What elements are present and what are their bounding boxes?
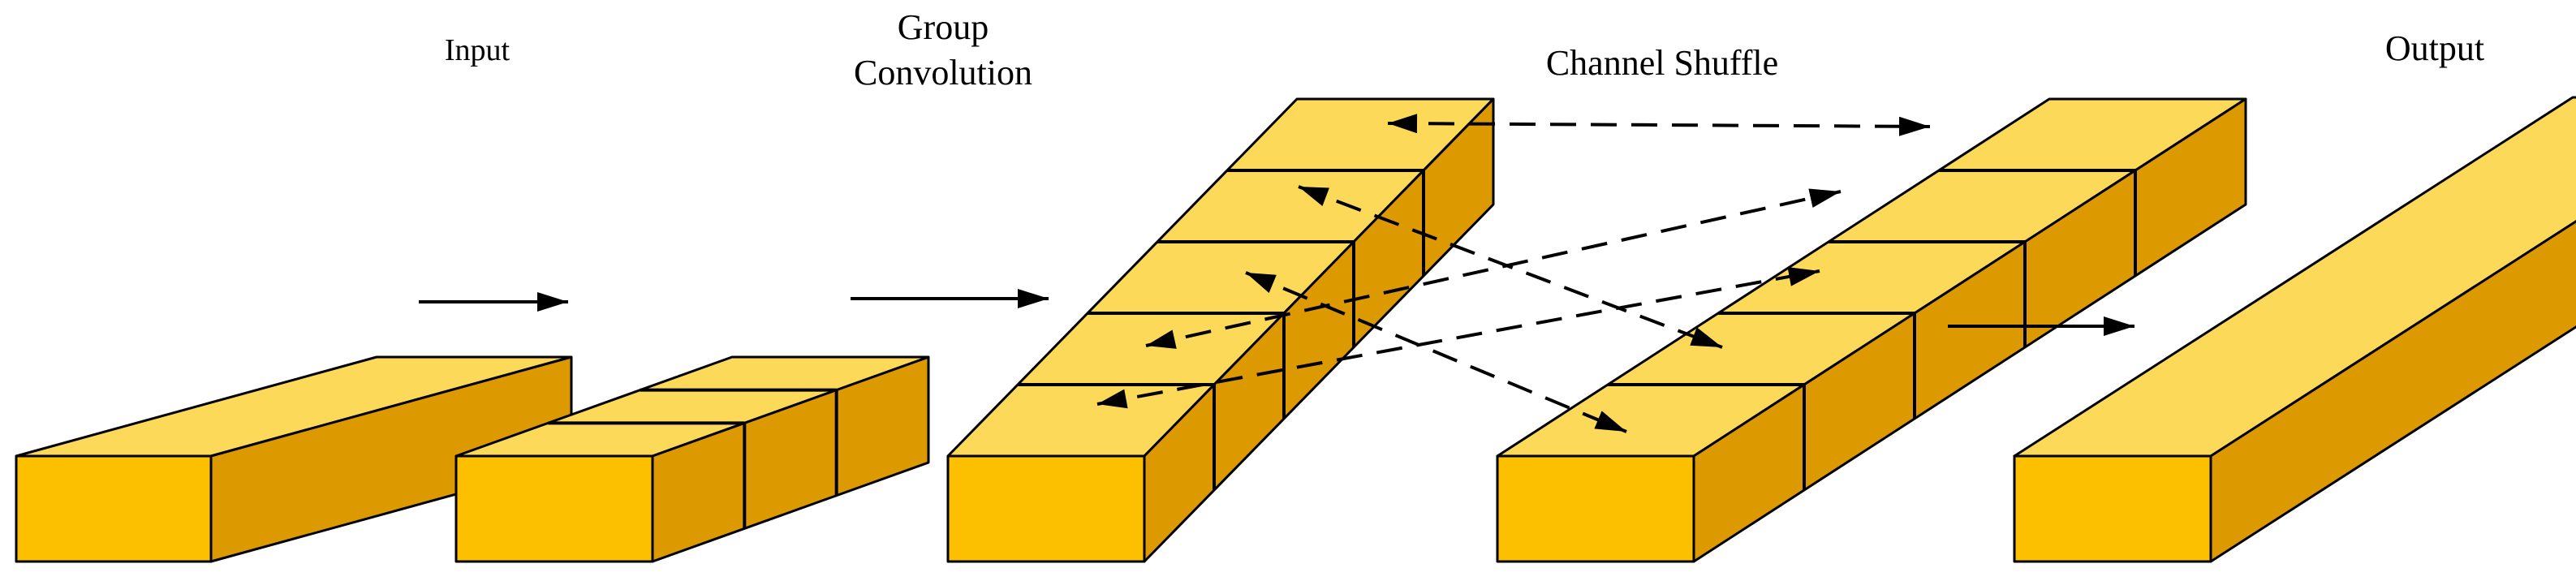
shuffle-arrow-3 bbox=[1145, 188, 1842, 349]
shuffle-arrow-top bbox=[1387, 114, 1931, 136]
blocks-group bbox=[15, 96, 2576, 563]
shuffle-arrow-4 bbox=[1096, 267, 1820, 409]
input-block-front-face bbox=[15, 454, 213, 563]
channel-shuffle-label: Channel Shuffle bbox=[1546, 43, 1778, 83]
pre-shuffle-block-front-face bbox=[946, 454, 1146, 563]
pre-shuffle-block bbox=[946, 97, 1495, 563]
convolution-label: Convolution bbox=[854, 53, 1032, 93]
input-label: Input bbox=[445, 33, 510, 67]
input-block bbox=[15, 355, 573, 563]
group-label: Group bbox=[898, 7, 989, 47]
output-label: Output bbox=[2385, 28, 2484, 68]
flow-arrows bbox=[419, 289, 2134, 336]
post-shuffle-block-front-face bbox=[1496, 454, 1695, 563]
output-block-front-face bbox=[2013, 454, 2212, 563]
shuffle-arrows bbox=[1096, 114, 1931, 433]
group-convolution-block-front-face bbox=[454, 454, 654, 563]
output-block bbox=[2013, 96, 2576, 563]
group-convolution-block bbox=[454, 355, 930, 563]
